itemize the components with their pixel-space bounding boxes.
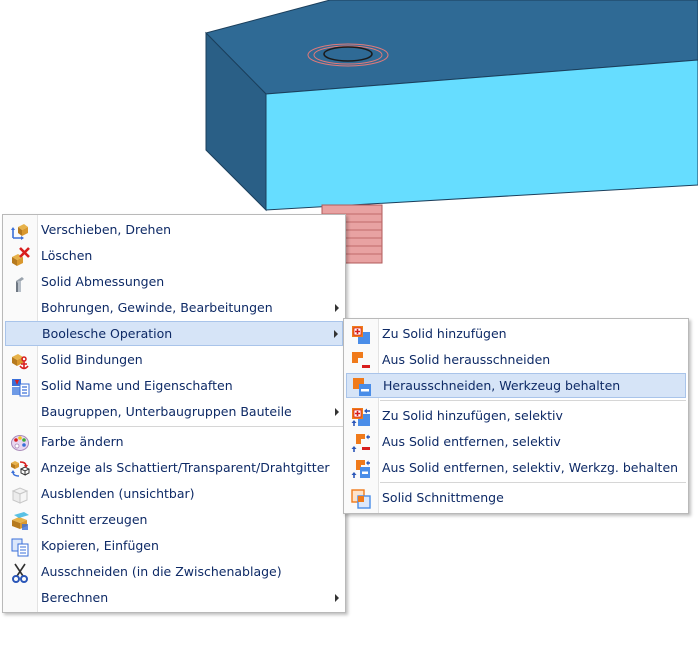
submenu-arrow-icon [334, 330, 338, 338]
menu-item-delete[interactable]: Löschen [5, 244, 343, 269]
menu-item-label: Berechnen [41, 590, 109, 605]
menu-item-label: Solid Name und Eigenschaften [41, 378, 233, 393]
menu-item-boolean-operation[interactable]: Boolesche Operation [5, 321, 343, 346]
menu-item-label: Anzeige als Schattiert/Transparent/Draht… [41, 460, 330, 475]
menu-item-display-mode[interactable]: Anzeige als Schattiert/Transparent/Draht… [5, 456, 343, 481]
menu-item-bindings[interactable]: Solid Bindungen [5, 348, 343, 373]
hole-marker[interactable] [307, 43, 389, 67]
boolean-subtract-icon [352, 352, 370, 368]
boolean-subtract-keep-icon [353, 378, 371, 396]
menu-item-assemblies[interactable]: Baugruppen, Unterbaugruppen Bauteile [5, 400, 343, 425]
display-mode-icon [11, 461, 30, 477]
submenu-item-subtract[interactable]: Aus Solid herausschneiden [346, 348, 686, 373]
submenu-arrow-icon [335, 408, 339, 416]
submenu-item-add[interactable]: Zu Solid hinzufügen [346, 322, 686, 347]
menu-item-label: Solid Abmessungen [41, 274, 165, 289]
copy-paste-icon [11, 538, 29, 557]
submenu-item-remove-selective-keep[interactable]: Aus Solid entfernen, selektiv, Werkzg. b… [346, 456, 686, 481]
menu-separator [380, 400, 686, 401]
submenu-arrow-icon [335, 594, 339, 602]
menu-item-create-section[interactable]: Schnitt erzeugen [5, 508, 343, 533]
beam-solid[interactable] [205, 0, 698, 212]
menu-separator [380, 482, 686, 483]
menu-item-label: Boolesche Operation [42, 326, 173, 341]
dimensions-icon [16, 277, 24, 292]
menu-item-copy-paste[interactable]: Kopieren, Einfügen [5, 534, 343, 559]
boolean-add-selective-icon [351, 408, 370, 426]
menu-item-label: Farbe ändern [41, 434, 124, 449]
delete-icon [12, 247, 30, 266]
color-palette-icon [11, 435, 29, 451]
menu-item-drilling[interactable]: Bohrungen, Gewinde, Bearbeitungen [5, 296, 343, 321]
properties-icon [12, 379, 30, 397]
submenu-arrow-icon [335, 304, 339, 312]
submenu-item-intersect[interactable]: Solid Schnittmenge [346, 486, 686, 511]
section-icon [12, 512, 29, 530]
menu-item-cut[interactable]: Ausschneiden (in die Zwischenablage) [5, 560, 343, 585]
boolean-submenu: Zu Solid hinzufügen Aus Solid herausschn… [343, 318, 689, 514]
menu-item-hide[interactable]: Ausblenden (unsichtbar) [5, 482, 343, 507]
menu-icon-gutter [344, 319, 379, 513]
menu-item-label: Baugruppen, Unterbaugruppen Bauteile [41, 404, 292, 419]
menu-item-label: Aus Solid entfernen, selektiv [382, 434, 561, 449]
menu-item-label: Herausschneiden, Werkzeug behalten [383, 378, 621, 393]
menu-item-calculate[interactable]: Berechnen [5, 586, 343, 611]
boolean-intersect-icon [351, 489, 371, 509]
menu-item-name-properties[interactable]: Solid Name und Eigenschaften [5, 374, 343, 399]
menu-item-label: Löschen [41, 248, 93, 263]
menu-item-label: Solid Bindungen [41, 352, 143, 367]
move-rotate-icon [11, 224, 28, 240]
boolean-add-icon [352, 326, 370, 344]
menu-item-label: Zu Solid hinzufügen [382, 326, 507, 341]
menu-item-label: Aus Solid herausschneiden [382, 352, 551, 367]
menu-item-dimensions[interactable]: Solid Abmessungen [5, 270, 343, 295]
submenu-item-remove-selective[interactable]: Aus Solid entfernen, selektiv [346, 430, 686, 455]
menu-item-move-rotate[interactable]: Verschieben, Drehen [5, 218, 343, 243]
submenu-item-add-selective[interactable]: Zu Solid hinzufügen, selektiv [346, 404, 686, 429]
menu-item-label: Schnitt erzeugen [41, 512, 148, 527]
menu-item-label: Verschieben, Drehen [41, 222, 172, 237]
bindings-icon [12, 354, 29, 370]
hide-icon [11, 487, 29, 504]
menu-item-label: Solid Schnittmenge [382, 490, 504, 505]
menu-separator [39, 426, 343, 427]
menu-item-label: Aus Solid entfernen, selektiv, Werkzg. b… [382, 460, 679, 475]
context-menu: Verschieben, Drehen Löschen Solid Abmess… [2, 214, 346, 613]
menu-item-change-color[interactable]: Farbe ändern [5, 430, 343, 455]
menu-item-label: Ausschneiden (in die Zwischenablage) [41, 564, 282, 579]
scissors-icon [12, 563, 28, 583]
beam-front-face[interactable] [265, 59, 698, 211]
boolean-remove-selective-keep-icon [351, 460, 370, 478]
menu-item-label: Zu Solid hinzufügen, selektiv [382, 408, 563, 423]
menu-item-label: Bohrungen, Gewinde, Bearbeitungen [41, 300, 273, 315]
menu-item-label: Ausblenden (unsichtbar) [41, 486, 195, 501]
submenu-item-subtract-keep[interactable]: Herausschneiden, Werkzeug behalten [346, 373, 686, 398]
menu-item-label: Kopieren, Einfügen [41, 538, 159, 553]
boolean-remove-selective-icon [351, 434, 370, 452]
